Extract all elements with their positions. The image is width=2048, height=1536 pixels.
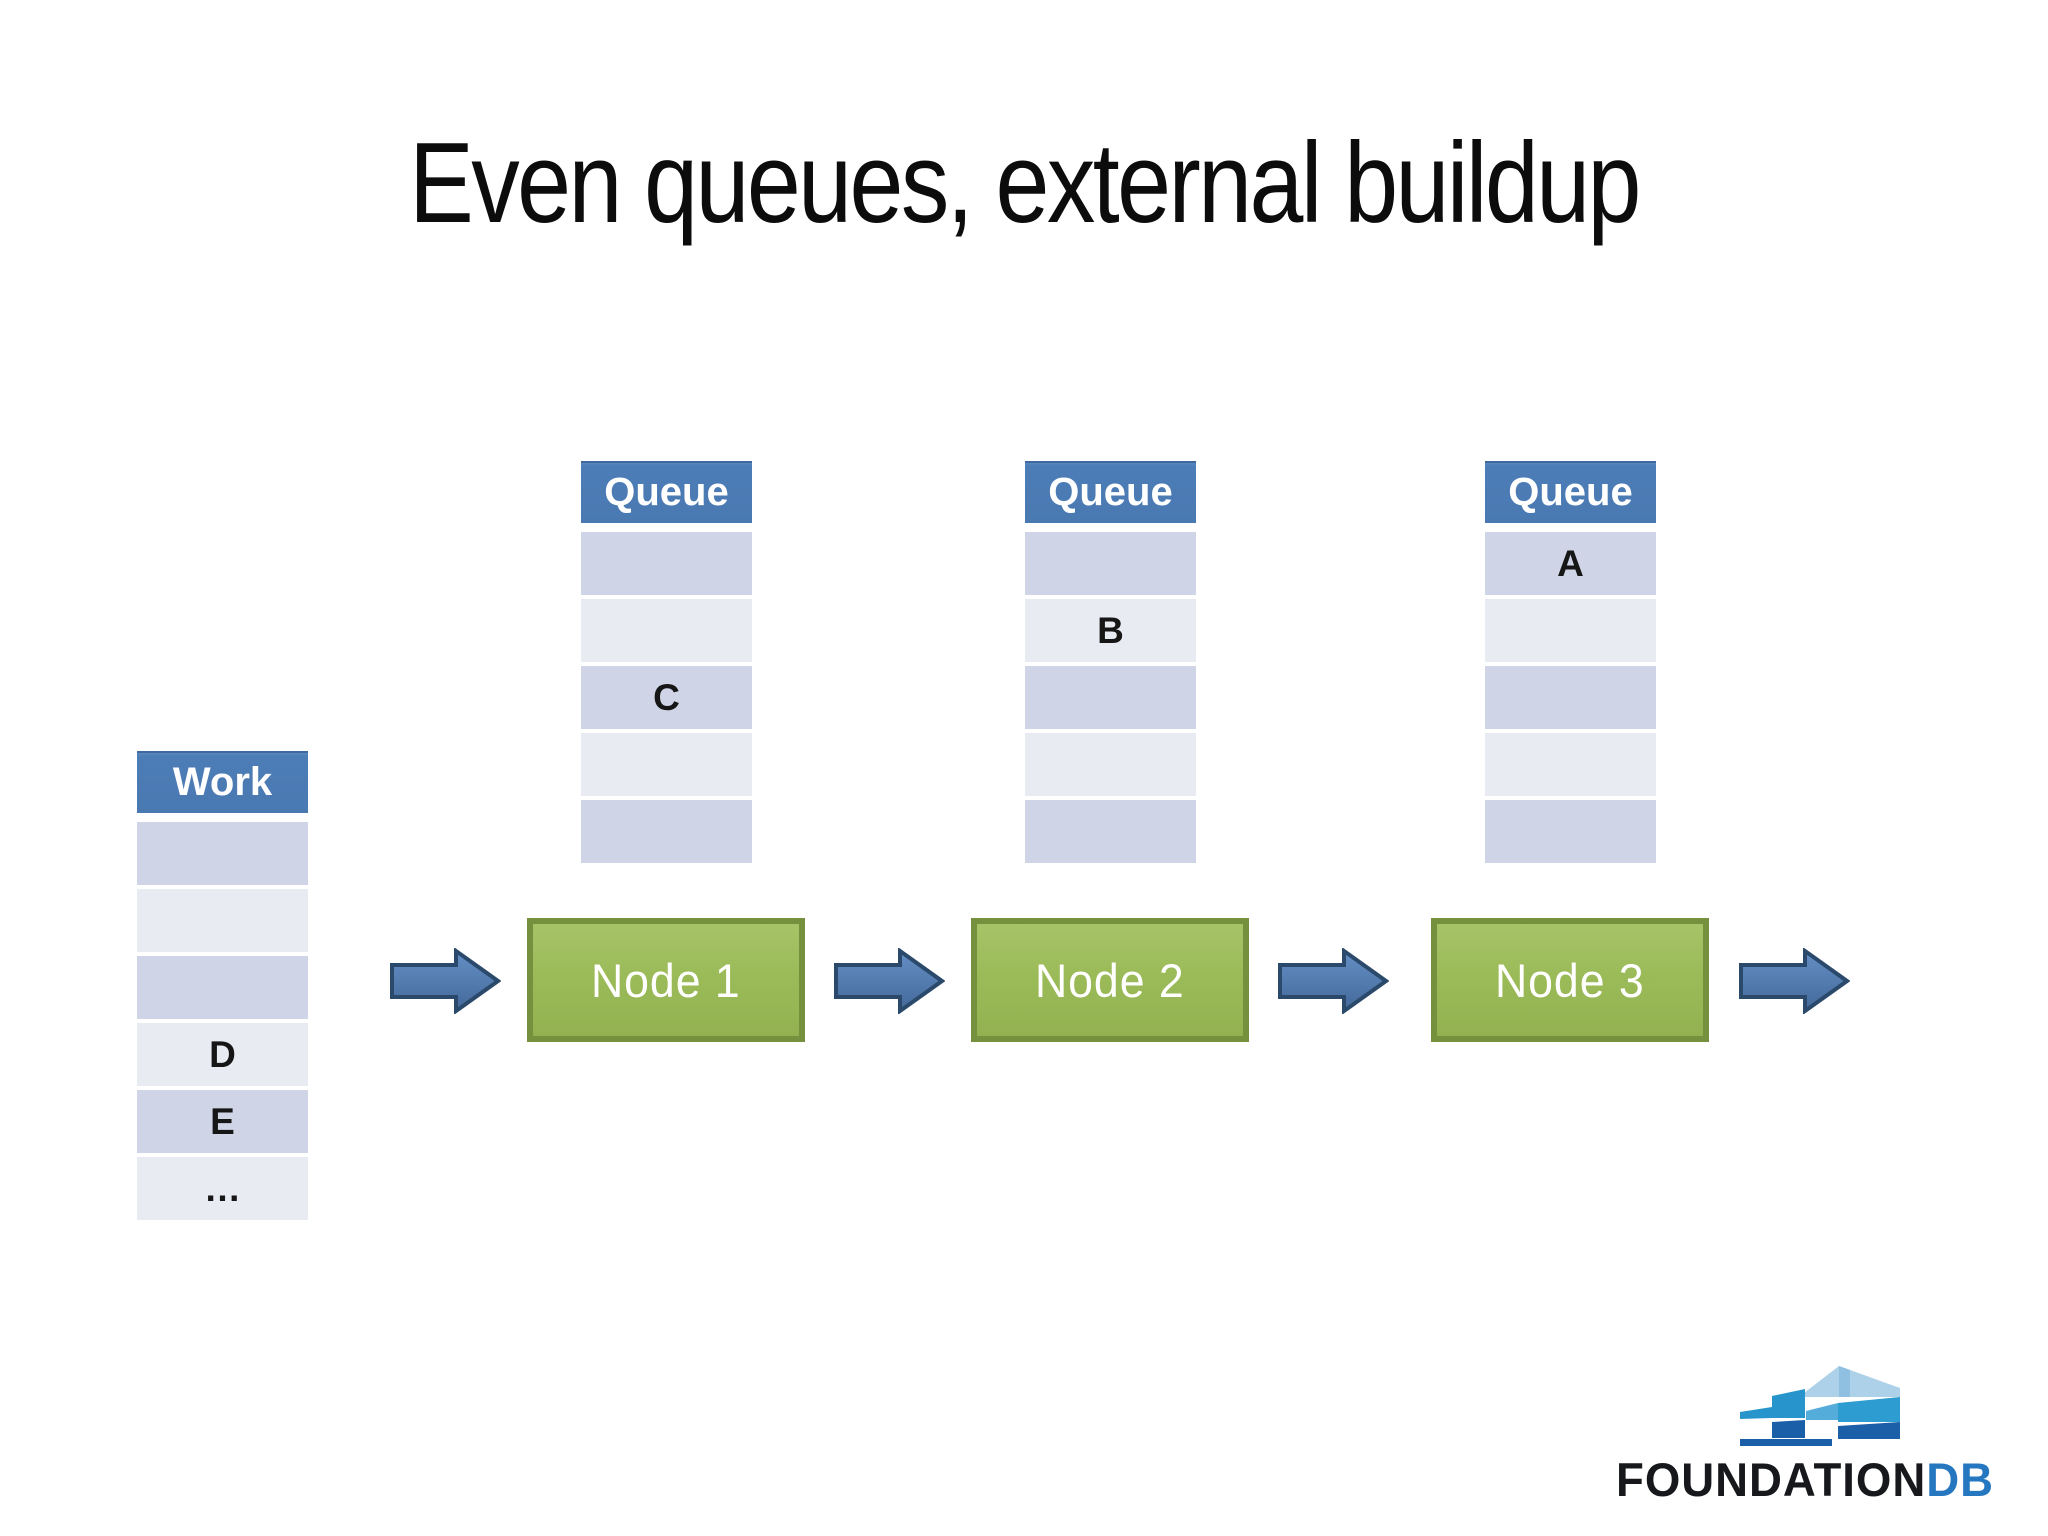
- right-arrow-icon-2: [834, 948, 945, 1014]
- right-arrow-icon-4: [1739, 948, 1850, 1014]
- queue-table-header: Queue: [1025, 461, 1196, 523]
- queue-table-header: Queue: [1485, 461, 1656, 523]
- table-row: [581, 800, 752, 863]
- logo-text-foundation: FOUNDATION: [1616, 1453, 1927, 1506]
- table-row: [137, 956, 308, 1019]
- node-label: Node 1: [591, 953, 741, 1007]
- node-label: Node 2: [1035, 953, 1185, 1007]
- table-row: [581, 733, 752, 796]
- node-1: Node 1: [527, 918, 805, 1042]
- table-row: C: [581, 666, 752, 729]
- table-row: [1485, 733, 1656, 796]
- table-row: [1025, 733, 1196, 796]
- queue-table-3: Queue A: [1485, 461, 1656, 867]
- table-row: D: [137, 1023, 308, 1086]
- right-arrow-icon-1: [390, 948, 501, 1014]
- work-table-header: Work: [137, 751, 308, 813]
- table-row: [137, 889, 308, 952]
- queue-table-1: Queue C: [581, 461, 752, 867]
- node-2: Node 2: [971, 918, 1249, 1042]
- logo-building-icon: [1740, 1366, 1900, 1446]
- logo-wordmark: FOUNDATIONDB: [1616, 1452, 1994, 1507]
- table-row: [581, 532, 752, 595]
- table-row: B: [1025, 599, 1196, 662]
- table-row: [1025, 532, 1196, 595]
- table-row: [581, 599, 752, 662]
- node-3: Node 3: [1431, 918, 1709, 1042]
- node-label: Node 3: [1495, 953, 1645, 1007]
- right-arrow-icon-3: [1278, 948, 1389, 1014]
- foundationdb-logo: FOUNDATIONDB: [1612, 1350, 2042, 1510]
- logo-text-db: DB: [1926, 1453, 1995, 1506]
- queue-table-2: Queue B: [1025, 461, 1196, 867]
- table-row: [1025, 800, 1196, 863]
- table-row: [1485, 599, 1656, 662]
- table-row: [1485, 666, 1656, 729]
- table-row: [1025, 666, 1196, 729]
- table-row: …: [137, 1157, 308, 1220]
- page-title: Even queues, external buildup: [409, 120, 1641, 247]
- queue-table-header: Queue: [581, 461, 752, 523]
- table-row: A: [1485, 532, 1656, 595]
- work-table: Work D E …: [137, 751, 308, 1224]
- table-row: E: [137, 1090, 308, 1153]
- table-row: [137, 822, 308, 885]
- table-row: [1485, 800, 1656, 863]
